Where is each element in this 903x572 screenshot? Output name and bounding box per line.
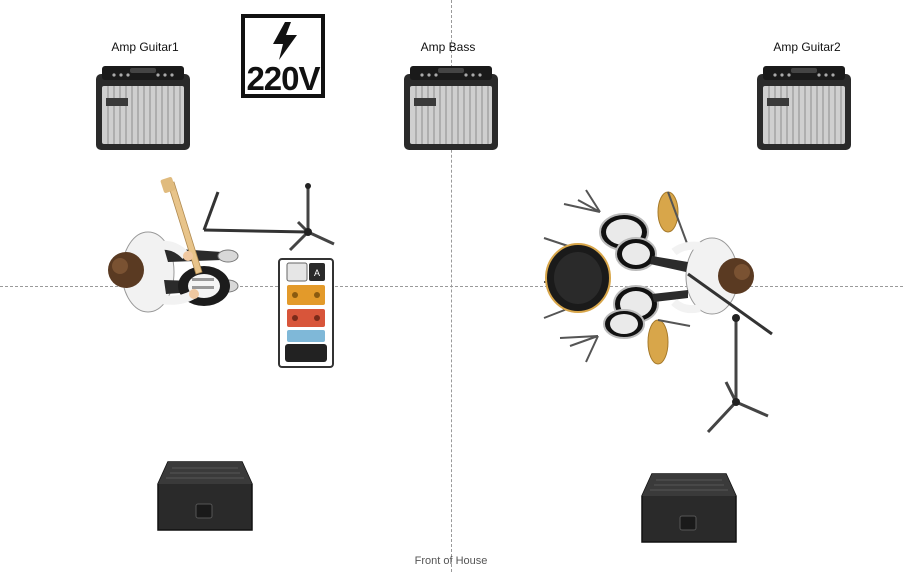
microphone-stand-icon	[202, 183, 335, 252]
amp-bass-label: Amp Bass	[420, 40, 476, 54]
guitarist-1[interactable]	[104, 176, 254, 346]
amp-guitar1[interactable]	[94, 64, 192, 152]
lightning-bolt-icon	[273, 22, 297, 60]
svg-text:A: A	[314, 268, 320, 278]
center-horizontal-guide	[0, 286, 903, 287]
front-of-house-label: Front of House	[414, 555, 488, 567]
floor-monitor-wedge-icon	[157, 461, 253, 531]
drum-kit[interactable]	[540, 186, 702, 366]
guitar-amplifier-icon	[96, 66, 190, 150]
pedalboard[interactable]: A	[277, 257, 335, 369]
power-voltage-text: 220V	[246, 60, 320, 97]
guitar-amplifier-icon	[757, 66, 851, 150]
amp-bass[interactable]	[402, 64, 500, 152]
guitarist-icon	[108, 177, 239, 313]
microphone-stand-icon	[687, 272, 773, 434]
pedalboard-icon: A	[278, 258, 334, 368]
amp-guitar1-label: Amp Guitar1	[111, 40, 179, 54]
drummer-icon	[650, 237, 754, 315]
power-220v-sign[interactable]: 220V	[241, 14, 325, 98]
amp-guitar2[interactable]	[755, 64, 853, 152]
monitor-wedge-left[interactable]	[156, 460, 254, 534]
amp-guitar2-label: Amp Guitar2	[773, 40, 841, 54]
guitar-amplifier-icon	[404, 66, 498, 150]
floor-monitor-wedge-icon	[641, 473, 737, 543]
drum-kit-icon	[543, 189, 691, 365]
monitor-wedge-right[interactable]	[640, 472, 738, 546]
mic-stand-2[interactable]	[680, 268, 780, 438]
mic-stand-1[interactable]	[184, 182, 340, 252]
drummer[interactable]	[640, 232, 760, 322]
